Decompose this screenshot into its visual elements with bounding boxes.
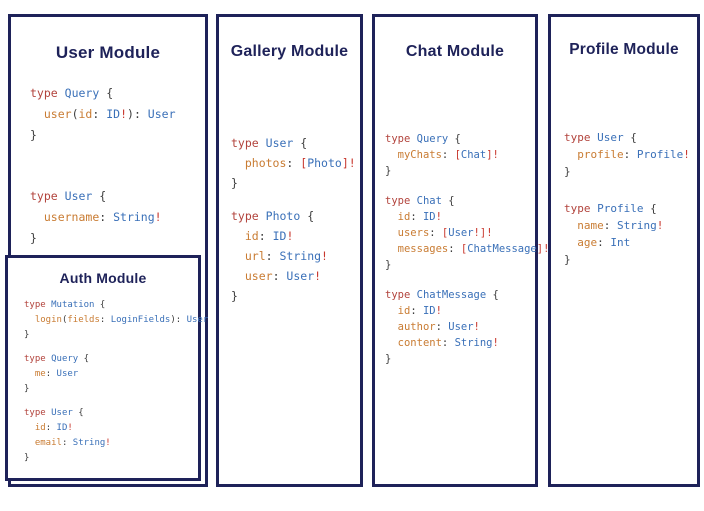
code-line: type Photo { [231,209,315,223]
code-line: type Profile { [564,202,657,215]
module-panel-auth: Auth Module type Mutation { login(fields… [5,255,208,481]
code-line: } [231,289,238,303]
code-line: users: [User!]! [397,227,493,239]
code-line: } [385,353,392,365]
code-line: age: Int [577,236,631,249]
code-line: } [385,259,392,271]
code-line: type Query { [385,133,461,145]
code-block: type Photo { id: ID! url: String! user: … [231,206,356,306]
code-line: author: User! [397,321,480,333]
module-panel-profile: Profile Module type User { profile: Prof… [548,14,700,487]
code-line: name: String! [577,219,664,232]
code-line: type Query { [24,354,90,364]
code-line: } [24,384,30,394]
code-line: type ChatMessage { [385,289,499,301]
module-panel-gallery: Gallery Module type User { photos: [Phot… [216,14,363,487]
code-line: myChats: [Chat]! [397,149,499,161]
code-line: type User { [564,131,637,144]
code-line: id: ID! [244,229,294,243]
code-block: type User { id: ID! email: String!} [24,406,208,466]
code-block: type Mutation { login(fields: LoginField… [24,298,208,343]
code-line: profile: Profile! [577,148,690,161]
module-title-gallery: Gallery Module [230,43,349,60]
code-line: type Query { [30,86,114,100]
code-user: type Query { user(id: ID!): User}type Us… [30,83,176,289]
code-line: } [24,453,30,463]
code-line: username: String! [43,210,162,224]
code-gallery: type User { photos: [Photo]!}type Photo … [231,133,356,319]
code-line: user(id: ID!): User [43,107,176,121]
module-title-user: User Module [55,43,161,62]
code-line: photos: [Photo]! [244,156,356,170]
code-line: id: ID! [397,211,442,223]
code-line: } [30,231,37,245]
module-panel-chat: Chat Module type Query { myChats: [Chat]… [372,14,549,487]
code-line: id: ID! [34,423,73,433]
module-title-chat: Chat Module [405,43,505,60]
code-line: } [24,330,30,340]
code-line: type Chat { [385,195,455,207]
code-block: type Profile { name: String! age: Int} [564,200,690,268]
code-line: type User { [231,136,308,150]
code-block: type ChatMessage { id: ID! author: User!… [385,287,549,367]
code-line: } [385,165,392,177]
code-block: type Query { user(id: ID!): User} [30,83,176,146]
code-line: type User { [24,408,84,418]
code-line: url: String! [244,249,328,263]
code-block: type User { photos: [Photo]!} [231,133,356,193]
code-block: type Chat { id: ID! users: [User!]! mess… [385,193,549,273]
code-block: type Query { me: User} [24,352,208,397]
code-block: type Query { myChats: [Chat]!} [385,131,549,179]
code-block: type User { profile: Profile!} [564,129,690,180]
code-profile: type User { profile: Profile!}type Profi… [564,129,690,288]
code-line: messages: [ChatMessage]! [397,243,550,255]
code-chat: type Query { myChats: [Chat]!}type Chat … [385,131,549,381]
code-line: me: User [34,369,79,379]
code-line: } [231,176,238,190]
code-auth: type Mutation { login(fields: LoginField… [24,298,208,475]
code-line: } [564,253,571,266]
code-line: login(fields: LoginFields): User [34,315,209,325]
code-line: } [30,128,37,142]
code-line: id: ID! [397,305,442,317]
code-block: type User { username: String!} [30,186,176,249]
module-title-profile: Profile Module [569,41,679,58]
module-title-auth: Auth Module [59,270,147,286]
code-line: type Mutation { [24,300,106,310]
code-line: email: String! [34,438,111,448]
code-line: type User { [30,189,107,203]
code-line: } [564,165,571,178]
code-line: user: User! [244,269,322,283]
code-line: content: String! [397,337,499,349]
